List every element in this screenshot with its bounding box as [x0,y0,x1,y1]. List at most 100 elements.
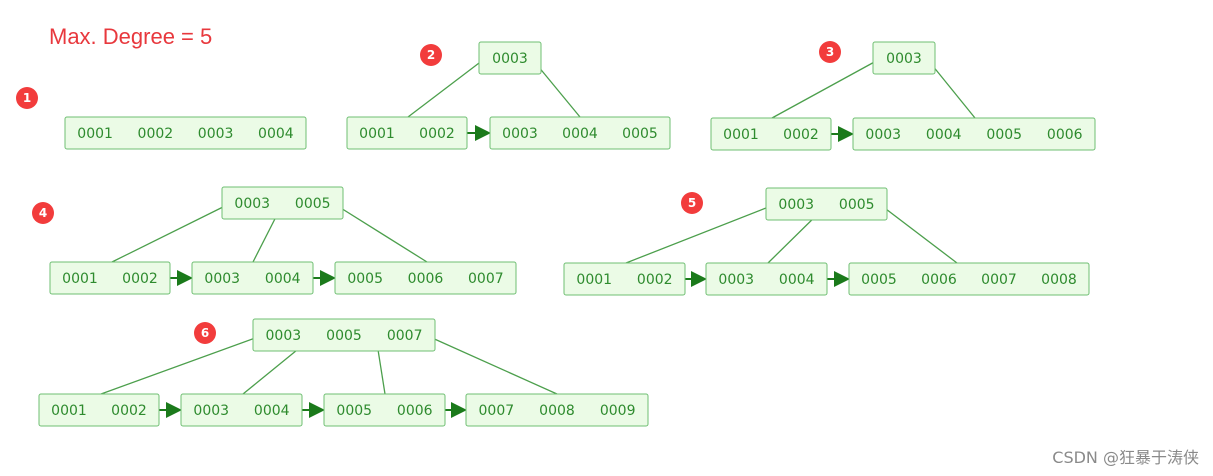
node-box [346,116,468,150]
leaf-node: 0001 0002 [346,116,468,150]
tree-edge [111,204,228,263]
node-key: 0005 [347,271,383,287]
node-key: 0009 [600,403,636,419]
step-number: 3 [826,45,834,59]
node-box [563,262,686,296]
node-box [710,117,832,151]
node-key: 0005 [861,272,897,288]
node-key: 0003 [718,272,754,288]
leaf-node: 0003 0004 [705,262,828,296]
step-number: 4 [39,206,47,220]
tree-edge [927,59,976,119]
node-key: 0003 [204,271,240,287]
watermark: CSDN @狂暴于涛侠 [1052,448,1199,467]
node-key: 0001 [62,271,98,287]
node-box [334,261,517,295]
node-box [221,186,344,220]
step-number: 2 [427,48,435,62]
node-box [323,393,446,427]
node-key: 0005 [622,126,658,142]
node-key: 0006 [397,403,433,419]
step-badge: 4 [32,202,54,224]
node-box [180,393,303,427]
node-box [705,262,828,296]
node-box [465,393,649,427]
step-number: 6 [201,326,209,340]
leaf-node: 0001 0002 [38,393,160,427]
step-badge: 3 [819,41,841,63]
node-key: 0002 [783,127,819,143]
node-key: 0008 [539,403,575,419]
node-key: 0001 [77,126,113,142]
diagram-title: Max. Degree = 5 [49,24,213,49]
step-badge-circle [420,44,442,66]
node-key: 0005 [336,403,372,419]
node-key: 0001 [723,127,759,143]
step-badge: 2 [420,44,442,66]
step-badge-circle [32,202,54,224]
tree-edge [771,59,879,119]
leaf-node: 0001 0002 [710,117,832,151]
node-key: 0007 [387,328,423,344]
step-number: 1 [23,91,31,105]
node-key: 0007 [981,272,1017,288]
tree-edge [625,205,772,264]
node-key: 0005 [986,127,1022,143]
step-badge: 6 [194,322,216,344]
node-key: 0003 [865,127,901,143]
leaf-node: 0007 0008 0009 [465,393,649,427]
node-key: 0001 [51,403,87,419]
node-box [191,261,314,295]
step-badge: 1 [16,87,38,109]
node-key: 0002 [138,126,174,142]
node-key: 0006 [921,272,957,288]
tree-edge [881,205,958,264]
internal-node: 0003 0005 [765,187,888,221]
node-key: 0001 [576,272,612,288]
node-key: 0003 [492,51,528,67]
node-box [489,116,671,150]
node-key: 0005 [839,197,875,213]
node-key: 0004 [779,272,815,288]
node-box [49,261,171,295]
node-key: 0002 [419,126,455,142]
leaf-node: 0001 0002 [49,261,171,295]
node-key: 0003 [502,126,538,142]
tree-edge [100,336,259,395]
node-box [64,116,307,150]
internal-node: 0003 [872,41,936,75]
node-key: 0001 [359,126,395,142]
node-key: 0002 [122,271,158,287]
node-key: 0003 [266,328,302,344]
node-box [872,41,936,75]
internal-node: 0003 [478,41,542,75]
node-key: 0004 [926,127,962,143]
step-badge-circle [194,322,216,344]
leaf-node: 0003 0004 [180,393,303,427]
node-key: 0003 [193,403,229,419]
node-key: 0004 [254,403,290,419]
node-key: 0003 [886,51,922,67]
node-key: 0006 [1047,127,1083,143]
node-key: 0002 [111,403,147,419]
node-key: 0004 [562,126,598,142]
leaf-node: 0003 0004 0005 [489,116,671,150]
node-key: 0005 [326,328,362,344]
node-box [852,117,1096,151]
node-box [765,187,888,221]
leaf-node: 0003 0004 0005 0006 [852,117,1096,151]
node-box [38,393,160,427]
tree-edge [335,204,428,263]
node-box [252,318,436,352]
node-key: 0005 [295,196,331,212]
step-number: 5 [688,196,696,210]
node-key: 0003 [778,197,814,213]
node-box [848,262,1090,296]
node-key: 0007 [479,403,515,419]
